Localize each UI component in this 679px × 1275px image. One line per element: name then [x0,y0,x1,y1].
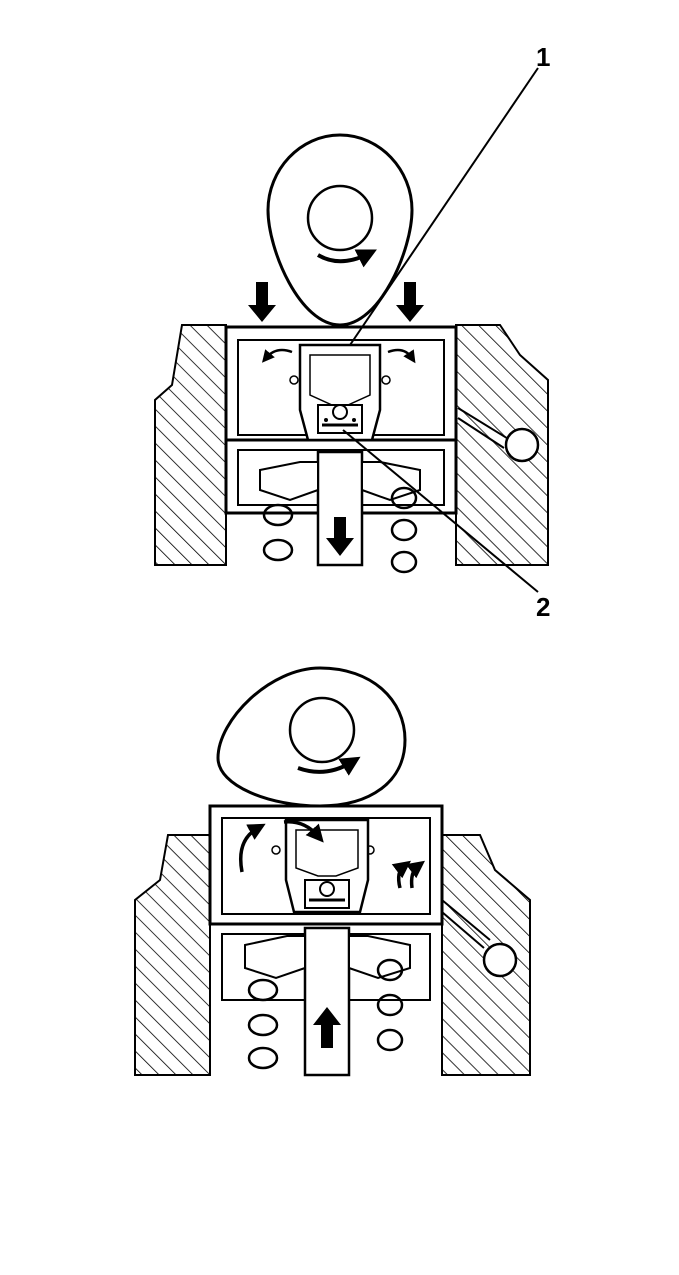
oil-flow-arrow-icon [261,348,416,364]
callout-number-2: 2 [536,592,551,622]
cylinder-head-left [154,324,227,566]
rotation-arrow-icon [316,249,377,268]
check-ball-valve [317,404,363,434]
oil-gallery [504,427,540,463]
oil-gallery [482,942,518,978]
valve-spring [247,958,404,1070]
valve-spring [262,486,418,574]
leader-line-1 [349,67,539,346]
cylinder-head-right [455,324,549,566]
push-down-arrow-icon [248,282,424,556]
spring-retainer [244,935,411,980]
oil-flow-arrow-icon [239,820,425,889]
rotation-arrow-icon [297,756,361,776]
callout-number-1: 1 [536,42,551,72]
valve-stem [303,926,351,1077]
cylinder-head-left [134,834,211,1076]
leader-line-2 [342,429,539,593]
bottom-view [134,666,531,1077]
push-up-arrow-icon [313,1007,341,1048]
top-view [154,67,549,593]
spring-retainer [259,461,421,502]
check-ball-valve [304,879,350,909]
